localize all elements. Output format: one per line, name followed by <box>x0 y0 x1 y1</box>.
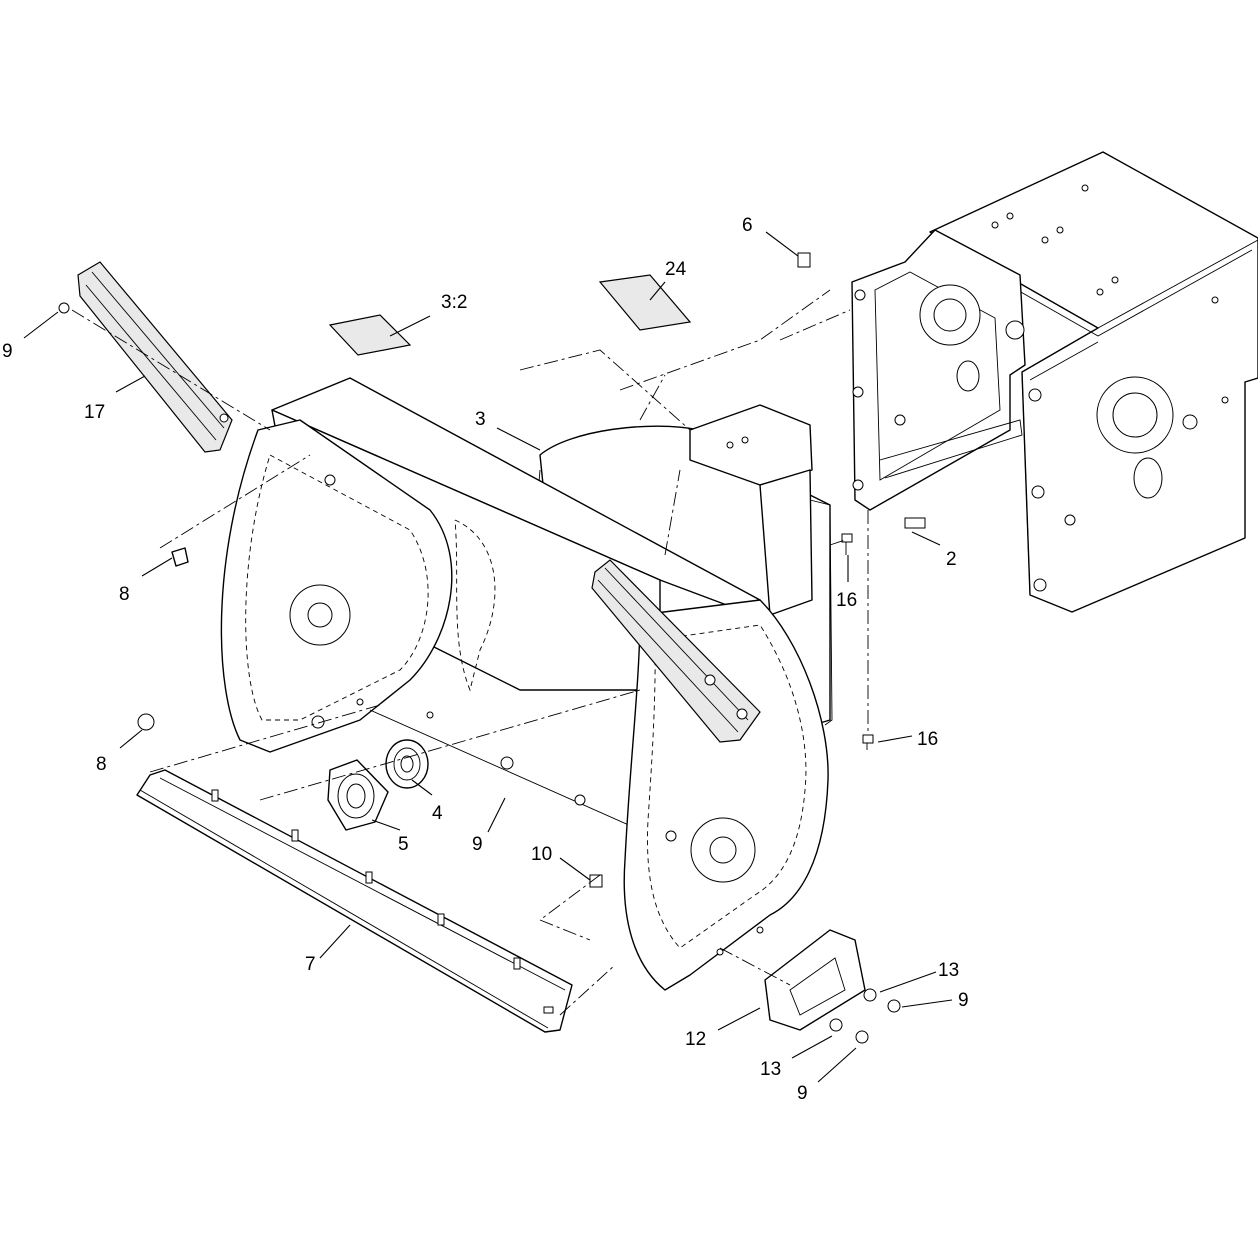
callout-13: 13 <box>938 960 959 981</box>
callout-24: 24 <box>665 259 687 280</box>
decals <box>328 274 692 356</box>
scraper-bar <box>136 769 573 1033</box>
skid-shoe-left <box>77 261 233 453</box>
frame-housing <box>929 151 1258 613</box>
callout-6: 6 <box>742 215 753 236</box>
skid-plate <box>764 929 901 1044</box>
callout-7: 7 <box>305 954 316 975</box>
callout-9: 9 <box>797 1083 808 1104</box>
callout-4: 4 <box>432 803 443 824</box>
callout-2: 2 <box>946 549 957 570</box>
callout-9: 9 <box>2 341 13 362</box>
frame-side-plate <box>851 229 1026 511</box>
callout-13: 13 <box>760 1059 781 1080</box>
callout-5: 5 <box>398 834 409 855</box>
callout-9: 9 <box>958 990 969 1011</box>
hardware <box>58 252 926 888</box>
callout-labels: 9 17 3:2 24 6 3 8 2 16 16 8 4 5 9 10 7 1… <box>2 215 969 1104</box>
callout-12: 12 <box>685 1029 706 1050</box>
callout-16: 16 <box>836 590 857 611</box>
assembly-lines <box>71 289 869 1016</box>
auger-housing <box>220 377 833 991</box>
callout-3: 3 <box>475 409 486 430</box>
callout-17: 17 <box>84 402 105 423</box>
bearing <box>385 739 429 789</box>
callout-8: 8 <box>119 584 130 605</box>
skid-shoe-right <box>591 559 761 743</box>
callout-10: 10 <box>531 844 552 865</box>
callout-16: 16 <box>917 729 938 750</box>
callout-9: 9 <box>472 834 483 855</box>
bearing-flange <box>327 759 389 831</box>
callout-8: 8 <box>96 754 107 775</box>
callout-leaders <box>23 231 953 1083</box>
callout-3-2: 3:2 <box>441 292 467 313</box>
